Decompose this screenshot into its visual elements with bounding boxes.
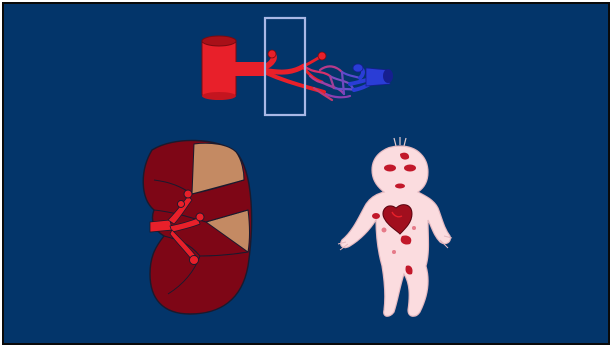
infant-eye-left bbox=[384, 165, 396, 172]
vein-icon bbox=[366, 68, 393, 86]
artery-icon bbox=[202, 36, 266, 100]
kidney-illustration bbox=[143, 140, 251, 314]
infant-illustration bbox=[338, 137, 452, 316]
arteriole-end bbox=[268, 50, 276, 58]
infant-hair bbox=[394, 137, 406, 146]
infant-body bbox=[341, 146, 451, 316]
infant-mouth bbox=[395, 184, 405, 189]
illustration-canvas bbox=[4, 4, 608, 343]
arteriole-end bbox=[318, 52, 326, 60]
artery-capillary-vein-diagram bbox=[202, 36, 393, 100]
arteriole-branches bbox=[262, 54, 324, 92]
infant-eye-right bbox=[404, 165, 416, 172]
venule-end bbox=[353, 64, 363, 72]
